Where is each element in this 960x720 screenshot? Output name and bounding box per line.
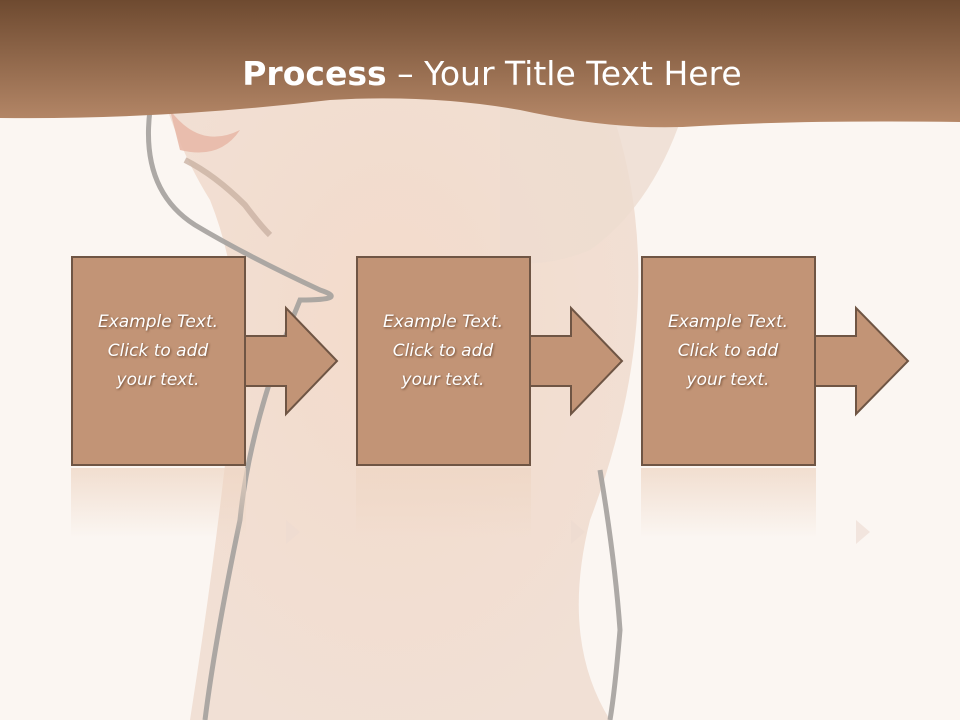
process-step-3-text[interactable]: Example Text. Click to add your text.: [643, 308, 813, 395]
process-step-3-reflection: [641, 468, 816, 538]
process-step-1[interactable]: Example Text. Click to add your text.: [71, 256, 246, 466]
process-box-3: [641, 256, 816, 466]
process-arrow-reflection-3: [856, 520, 870, 544]
stethoscope-tube-right: [597, 469, 623, 720]
process-step-3[interactable]: Example Text. Click to add your text.: [641, 256, 816, 466]
stethoscope-tube-left: [145, 109, 334, 720]
process-arrow-2: [527, 305, 624, 417]
header-band: [0, 0, 960, 128]
process-step-1-line-2: Click to add: [107, 341, 209, 361]
process-step-1-line-3: your text.: [116, 370, 200, 390]
process-step-1-text[interactable]: Example Text. Click to add your text.: [73, 308, 243, 395]
background-figure-lips: [170, 110, 240, 153]
process-arrow-reflection-2: [571, 520, 585, 544]
process-box-1: [71, 256, 246, 466]
background-figure-hat: [500, 85, 690, 264]
process-step-3-line-3: your text.: [686, 370, 770, 390]
process-arrow-reflection-1: [286, 520, 300, 544]
slide-title[interactable]: Process – Your Title Text Here: [0, 52, 960, 96]
process-step-2-reflection: [356, 468, 531, 538]
process-step-2-line-2: Click to add: [392, 341, 494, 361]
slide-title-bold: Process: [242, 54, 387, 93]
process-step-2-text[interactable]: Example Text. Click to add your text.: [358, 308, 528, 395]
process-box-2: [356, 256, 531, 466]
process-step-2-line-1: Example Text.: [382, 312, 504, 332]
process-arrow-3: [812, 305, 910, 417]
slide-title-rest: – Your Title Text Here: [386, 54, 742, 93]
process-step-1-reflection: [71, 468, 246, 538]
background-figure-hair: [183, 157, 273, 238]
process-step-3-line-2: Click to add: [677, 341, 779, 361]
process-step-1-line-1: Example Text.: [97, 312, 219, 332]
process-step-3-line-1: Example Text.: [667, 312, 789, 332]
process-step-2-line-3: your text.: [401, 370, 485, 390]
process-step-2[interactable]: Example Text. Click to add your text.: [356, 256, 531, 466]
process-arrow-1: [242, 305, 339, 417]
